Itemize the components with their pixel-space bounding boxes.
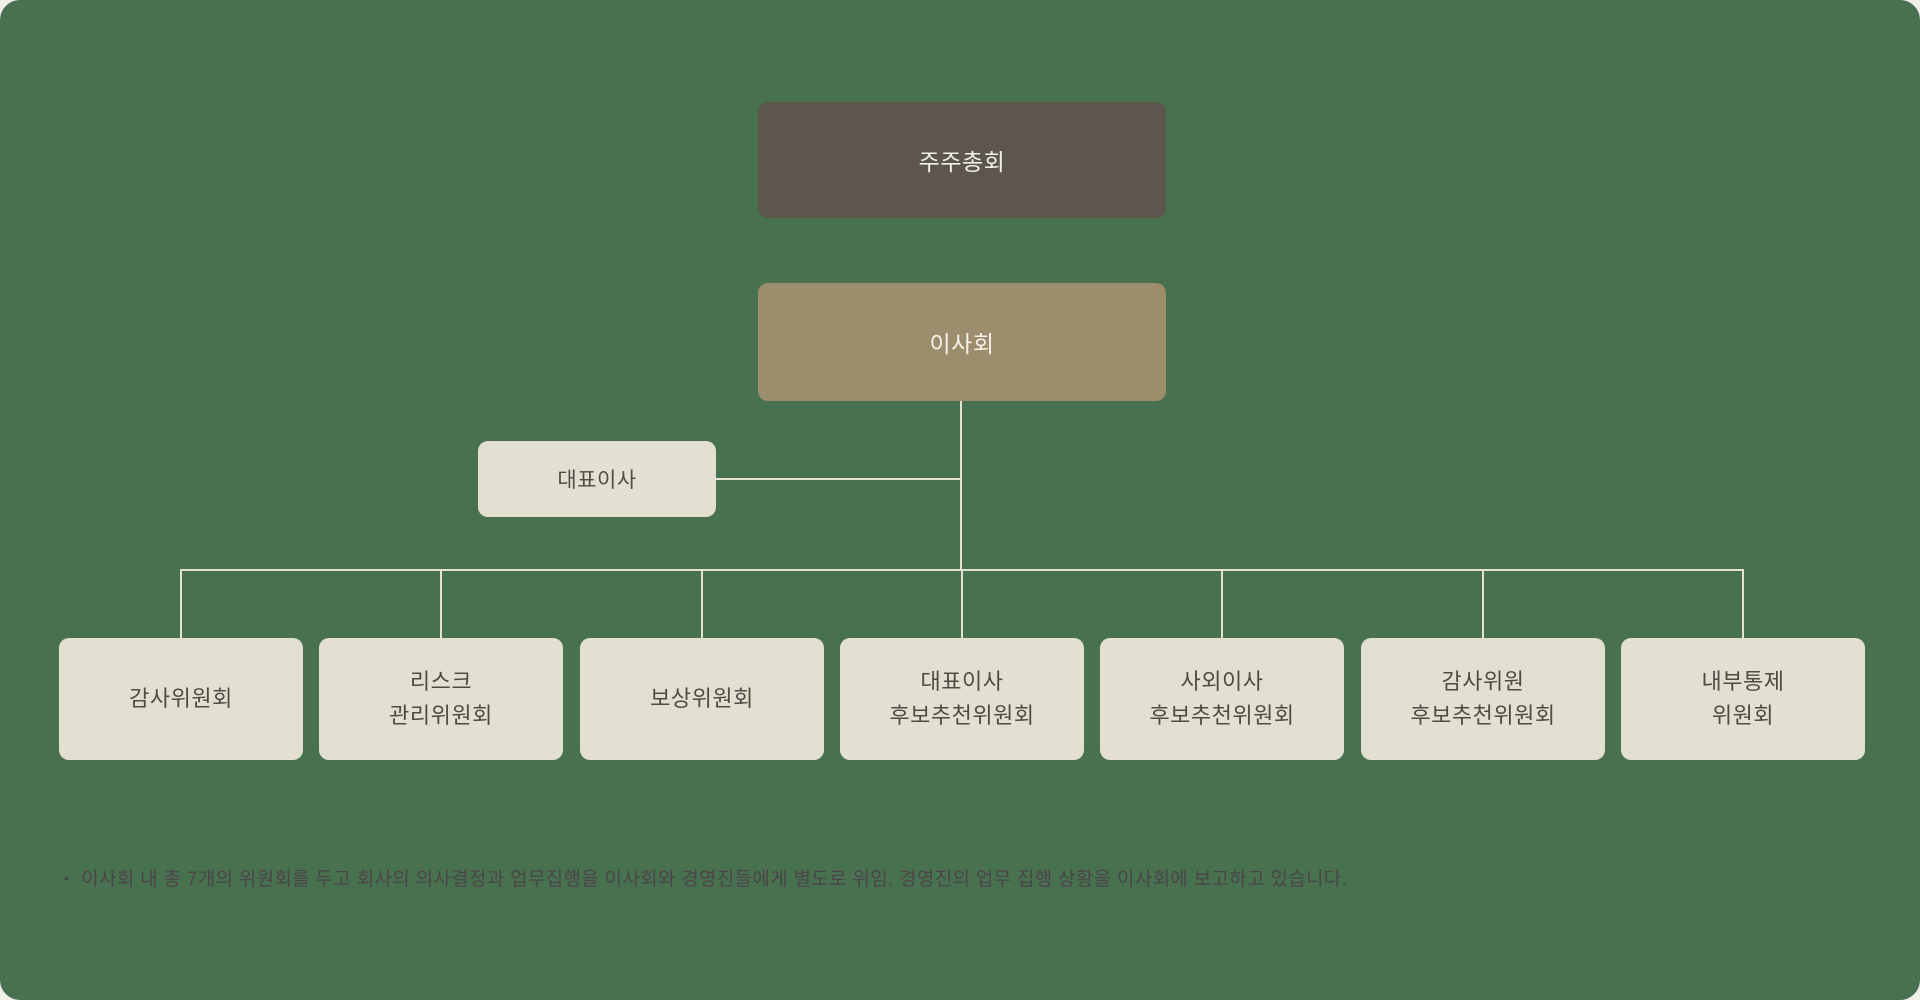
node-risk-management-committee: 리스크 관리위원회 [319, 638, 563, 760]
node-audit-member-nomination-committee: 감사위원 후보추천위원회 [1361, 638, 1605, 760]
node-shareholders-meeting: 주주총회 [758, 102, 1166, 218]
footnote: • 이사회 내 총 7개의 위원회를 두고 회사의 의사결정과 업무집행을 이사… [64, 864, 1347, 891]
committee-label: 사외이사 후보추천위원회 [1149, 669, 1295, 728]
footnote-text: 이사회 내 총 7개의 위원회를 두고 회사의 의사결정과 업무집행을 이사회와… [81, 869, 1348, 890]
node-ceo: 대표이사 [478, 441, 716, 517]
connector-ceo-branch [716, 478, 961, 480]
committee-label: 보상위원회 [650, 686, 754, 711]
node-ceo-nomination-committee: 대표이사 후보추천위원회 [840, 638, 1084, 760]
connector-stub-compensation [701, 570, 703, 638]
connector-stub-internal-control [1742, 570, 1744, 638]
node-internal-control-committee: 내부통제 위원회 [1621, 638, 1865, 760]
committee-label: 감사위원 후보추천위원회 [1410, 669, 1556, 728]
connector-stub-outside-director-nomination [1221, 570, 1223, 638]
node-shareholders-meeting-label: 주주총회 [918, 149, 1006, 175]
committee-label: 내부통제 위원회 [1701, 669, 1785, 728]
connector-stub-audit-member-nomination [1482, 570, 1484, 638]
node-ceo-label: 대표이사 [557, 469, 637, 492]
node-outside-director-nomination-committee: 사외이사 후보추천위원회 [1100, 638, 1344, 760]
committee-label: 감사위원회 [129, 686, 233, 711]
committee-label: 리스크 관리위원회 [389, 669, 493, 728]
node-board-of-directors: 이사회 [758, 283, 1166, 401]
connector-stub-risk [440, 570, 442, 638]
node-audit-committee: 감사위원회 [59, 638, 303, 760]
connector-stub-ceo-nomination [961, 570, 963, 638]
bullet-icon: • [64, 869, 70, 886]
connector-stub-audit [180, 570, 182, 638]
connector-board-to-bus [960, 401, 962, 570]
committee-label: 대표이사 후보추천위원회 [889, 669, 1035, 728]
node-compensation-committee: 보상위원회 [580, 638, 824, 760]
node-board-of-directors-label: 이사회 [929, 331, 995, 357]
